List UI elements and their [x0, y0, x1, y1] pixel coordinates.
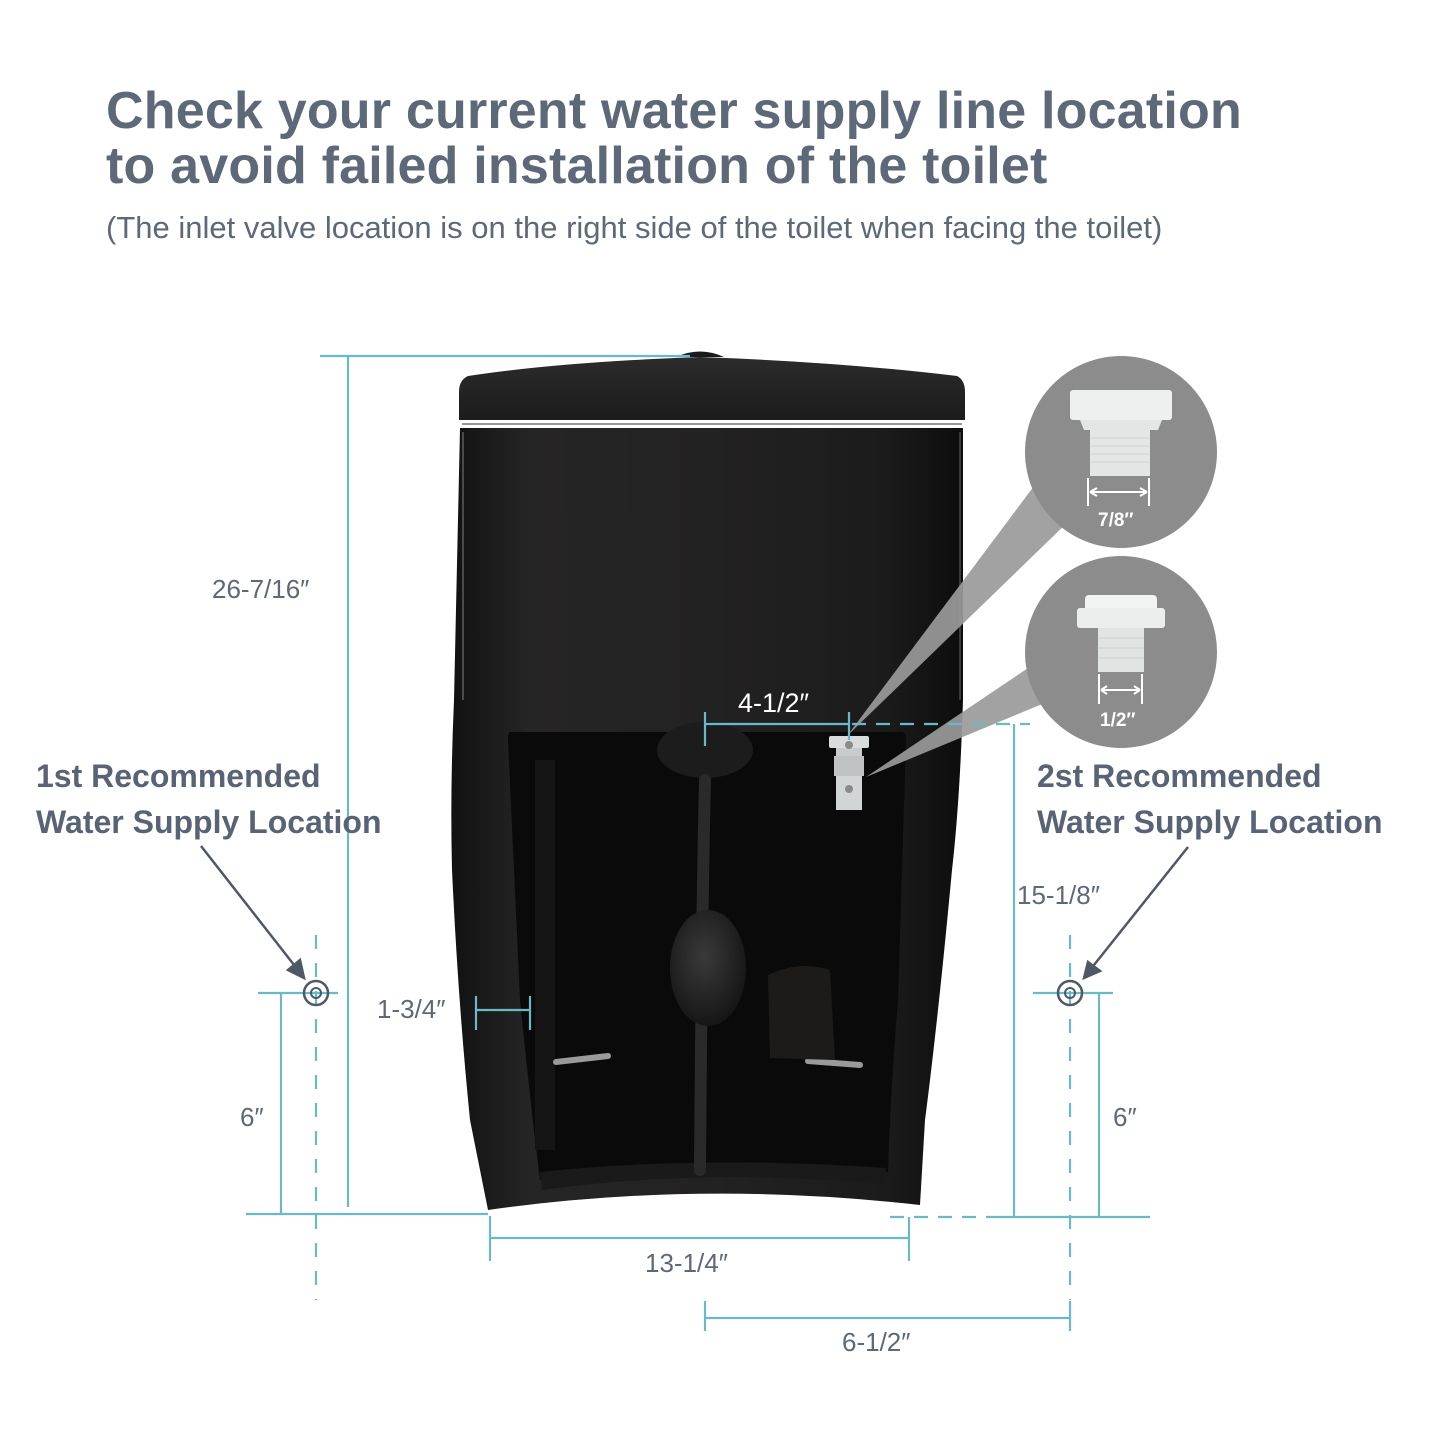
- title-line-2: to avoid failed installation of the toil…: [106, 137, 1048, 195]
- dim-right-supply-offset: 6-1/2″: [842, 1327, 911, 1357]
- callout-wedge-large: [847, 478, 1070, 736]
- arrow-to-supply-2: [1082, 846, 1189, 981]
- inlet-valve: [829, 736, 869, 810]
- dim-base-width: 13-1/4″: [645, 1248, 728, 1278]
- first-label-line-1: 1st Recommended: [36, 758, 321, 794]
- tank-lid: [459, 357, 965, 420]
- inset-large-adapter: [1025, 356, 1217, 548]
- second-label-line-1: 2st Recommended: [1037, 758, 1322, 794]
- callout-wedge-small: [866, 660, 1052, 777]
- inset-large-adapter-size: 7/8″: [1098, 510, 1134, 531]
- second-label-line-2: Water Supply Location: [1037, 804, 1383, 840]
- dim-total-height: 26-7/16″: [212, 574, 310, 604]
- toilet-illustration: [451, 351, 965, 1210]
- first-recommended-location-label: 1st Recommended Water Supply Location: [36, 753, 382, 845]
- inset-small-adapter-size: 1/2″: [1100, 710, 1136, 731]
- first-label-line-2: Water Supply Location: [36, 804, 382, 840]
- dim-right-supply-height: 6″: [1113, 1102, 1137, 1132]
- dimension-lines: [246, 354, 1150, 1331]
- title-line-1: Check your current water supply line loc…: [106, 82, 1242, 140]
- dim-inlet-offset: 4-1/2″: [738, 688, 810, 718]
- page-subtitle: (The inlet valve location is on the righ…: [106, 210, 1163, 245]
- dim-inlet-height: 15-1/8″: [1017, 880, 1100, 910]
- dim-left-supply-height: 6″: [240, 1102, 264, 1132]
- second-recommended-location-label: 2st Recommended Water Supply Location: [1037, 753, 1383, 845]
- supply-marker-1: [302, 979, 330, 1007]
- page-title: Check your current water supply line loc…: [106, 84, 1242, 194]
- supply-marker-2: [1056, 979, 1084, 1007]
- dim-wall-thickness: 1-3/4″: [377, 994, 446, 1024]
- inset-small-adapter: [1025, 556, 1217, 748]
- arrow-to-supply-1: [200, 845, 306, 981]
